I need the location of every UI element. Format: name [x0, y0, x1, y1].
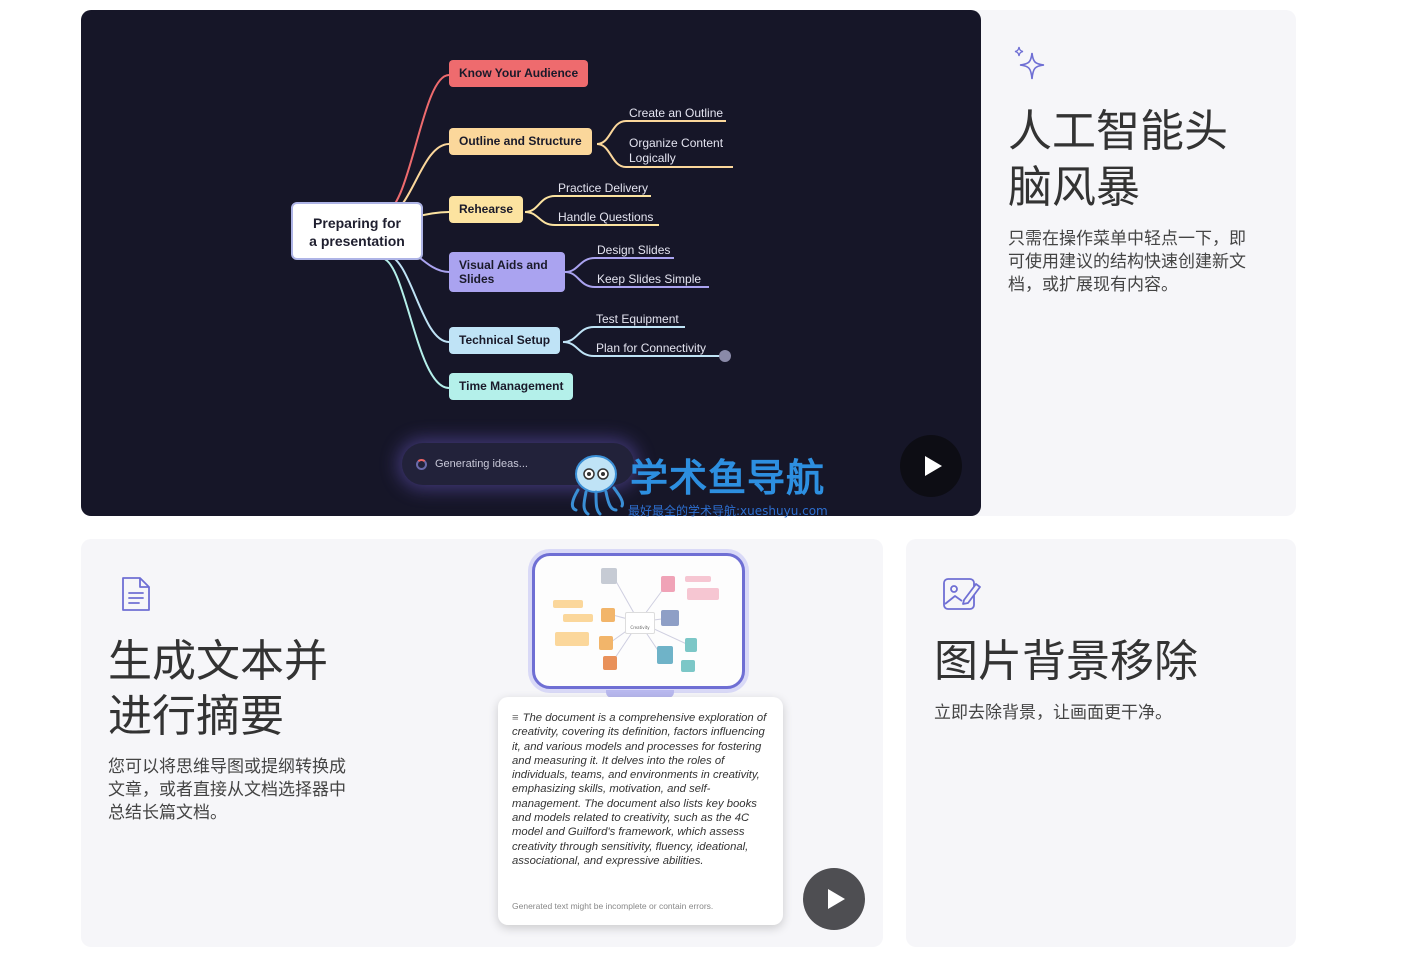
mini-node	[603, 656, 617, 670]
brainstorm-demo-video[interactable]: Preparing for a presentation Know Your A…	[81, 10, 981, 516]
leaf-plan-connectivity[interactable]: Plan for Connectivity	[596, 341, 707, 355]
generating-status-text: Generating ideas...	[435, 458, 528, 470]
leaf-practice-delivery[interactable]: Practice Delivery	[558, 181, 649, 195]
summarize-title-line1: 生成文本并	[108, 636, 328, 687]
brainstorm-title: 人工智能头 脑风暴	[1008, 104, 1228, 216]
root-label-line1: Preparing for	[313, 215, 401, 231]
play-icon	[828, 889, 845, 909]
play-button[interactable]	[900, 435, 962, 497]
leaf-create-outline[interactable]: Create an Outline	[629, 106, 724, 120]
branch-time-management[interactable]: Time Management	[449, 373, 574, 400]
watermark: 学术鱼导航 最好最全的学术导航:xueshuyu.com	[566, 452, 866, 522]
mini-node	[601, 608, 615, 622]
root-label-line2: a presentation	[309, 233, 405, 249]
leaf-design-slides[interactable]: Design Slides	[597, 243, 671, 257]
mini-node	[661, 610, 679, 626]
summarize-desc-line2: 文章，或者直接从文档选择器中	[108, 780, 346, 800]
mindmap-root[interactable]: Preparing for a presentation	[291, 202, 423, 260]
summarize-desc-line3: 总结长篇文档。	[108, 803, 227, 823]
summary-panel: ≡The document is a comprehensive explora…	[498, 697, 783, 925]
mini-node	[681, 660, 695, 672]
monitor-stand	[606, 690, 674, 698]
brainstorm-desc-line1: 只需在操作菜单中轻点一下，即	[1008, 229, 1246, 249]
watermark-name: 学术鱼导航	[630, 456, 826, 500]
play-icon	[925, 456, 942, 476]
branch-outline-structure[interactable]: Outline and Structure	[449, 128, 592, 155]
brainstorm-title-line1: 人工智能头	[1008, 106, 1228, 157]
mini-node	[553, 600, 583, 608]
add-node-handle	[719, 350, 731, 362]
watermark-sub: 最好最全的学术导航:xueshuyu.com	[628, 504, 828, 518]
branch-rehearse[interactable]: Rehearse	[449, 196, 524, 223]
mini-node	[657, 646, 673, 664]
mini-node	[601, 568, 617, 584]
octopus-mascot-icon	[570, 455, 624, 516]
leaf-keep-slides-simple[interactable]: Keep Slides Simple	[597, 272, 702, 286]
image-edit-icon	[943, 578, 981, 610]
leaf-handle-questions[interactable]: Handle Questions	[558, 210, 654, 224]
play-button[interactable]	[803, 868, 865, 930]
mini-node	[563, 614, 593, 622]
leaf-test-equipment[interactable]: Test Equipment	[596, 312, 679, 326]
branch-know-audience[interactable]: Know Your Audience	[449, 60, 589, 87]
brainstorm-description: 只需在操作菜单中轻点一下，即 可使用建议的结构快速创建新文 档，或扩展现有内容。	[1008, 228, 1246, 297]
leaf-organize-content[interactable]: Organize Content Logically	[629, 136, 724, 165]
brainstorm-desc-line3: 档，或扩展现有内容。	[1008, 275, 1178, 295]
mini-node	[661, 576, 675, 592]
mini-mindmap-preview[interactable]: Creativity	[532, 553, 745, 689]
mini-node	[685, 576, 711, 582]
summarize-desc-line1: 您可以将思维导图或提纲转换成	[108, 757, 346, 777]
summarize-title-line2: 进行摘要	[108, 691, 284, 742]
bg-remove-description: 立即去除背景，让画面更干净。	[934, 703, 1172, 723]
bg-remove-title: 图片背景移除	[934, 636, 1198, 687]
mini-node	[599, 636, 613, 650]
branch-technical-setup[interactable]: Technical Setup	[449, 327, 561, 354]
summary-body: The document is a comprehensive explorat…	[512, 712, 767, 867]
bg-remove-card	[906, 539, 1296, 947]
mini-node	[685, 638, 697, 652]
brainstorm-title-line2: 脑风暴	[1008, 162, 1140, 213]
summary-text: ≡The document is a comprehensive explora…	[512, 711, 769, 868]
mini-node	[555, 632, 589, 646]
branch-visual-aids[interactable]: Visual Aids and Slides	[449, 252, 565, 292]
loading-spinner-icon	[416, 458, 427, 470]
summary-icon: ≡	[512, 712, 519, 724]
summarize-title: 生成文本并 进行摘要	[108, 634, 328, 744]
summarize-description: 您可以将思维导图或提纲转换成 文章，或者直接从文档选择器中 总结长篇文档。	[108, 756, 346, 825]
document-icon	[122, 577, 150, 611]
disclaimer-text: Generated text might be incomplete or co…	[512, 901, 714, 911]
mini-center-node: Creativity	[625, 612, 655, 634]
sparkle-icon	[1014, 46, 1045, 80]
mini-node	[687, 588, 719, 600]
brainstorm-desc-line2: 可使用建议的结构快速创建新文	[1008, 252, 1246, 272]
